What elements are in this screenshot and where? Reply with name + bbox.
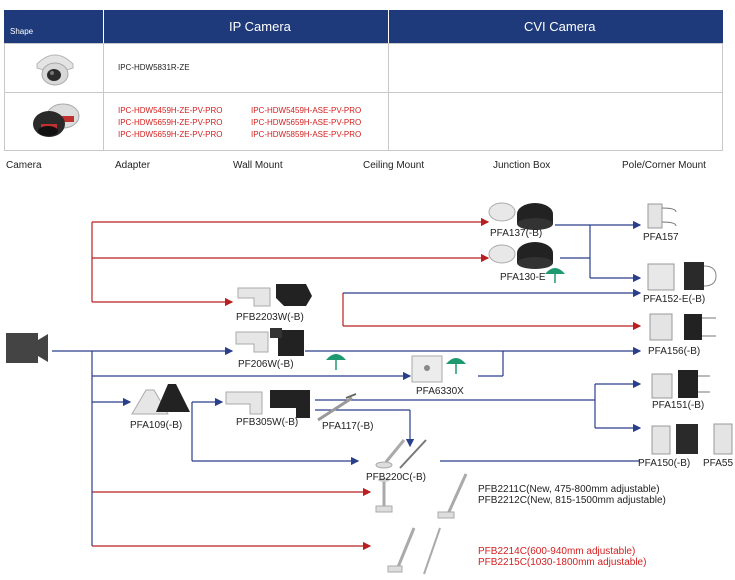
row1-model: IPC-HDW5831R-ZE — [118, 63, 190, 72]
row2-model: IPC-HDW5459H-ZE-PV-PRO — [118, 106, 223, 115]
ip-camera-header: IP Camera — [229, 19, 291, 34]
compatibility-table: Shape IP Camera CVI Camera IPC-HDW5831R-… — [4, 10, 723, 151]
pfb2214c-pfb2215c-products — [387, 527, 441, 575]
shape-header: Shape — [10, 27, 34, 36]
header-divider — [388, 10, 389, 43]
umbrella-icon — [446, 358, 466, 374]
pfb305w-product — [225, 390, 310, 418]
row2-model: IPC-HDW5659H-ZE-PV-PRO — [118, 118, 223, 127]
pfa130e-product — [488, 242, 553, 269]
label-pfb2212c: PFB2212C(New, 815-1500mm adjustable) — [478, 495, 666, 506]
row-divider — [5, 92, 722, 93]
column-pole-corner-mount: Pole/Corner Mount — [622, 160, 706, 171]
blue-connection-lines — [52, 220, 642, 546]
column-junction-box: Junction Box — [493, 160, 551, 171]
label-pfa130e: PFA130-E — [500, 272, 546, 283]
pfb220c-product — [375, 439, 427, 469]
umbrella-icon — [545, 268, 565, 283]
row2-model: IPC-HDW5659H-ASE-PV-PRO — [251, 118, 362, 127]
column-adapter: Adapter — [115, 160, 151, 171]
pfa156-product — [649, 313, 716, 341]
label-pfa157: PFA157 — [643, 232, 679, 243]
row2-model: IPC-HDW5859H-ASE-PV-PRO — [251, 130, 362, 139]
table-header: Shape IP Camera CVI Camera — [4, 10, 723, 43]
label-pfa150b: PFA55 — [703, 458, 734, 469]
label-pfb305w: PFB305W(-B) — [236, 417, 299, 428]
header-divider — [103, 10, 104, 43]
cvi-camera-header: CVI Camera — [524, 19, 596, 34]
label-pfb2211c: PFB2211C(New, 475-800mm adjustable) — [478, 484, 660, 495]
label-pfa156: PFA156(-B) — [648, 346, 701, 357]
pfb2211c-pfb2212c-products — [375, 473, 468, 519]
column-ceiling-mount: Ceiling Mount — [363, 160, 425, 171]
pfa151-product — [651, 370, 710, 399]
label-pfb2214c: PFB2214C(600-940mm adjustable) — [478, 546, 636, 557]
label-pfa137: PFA137(-B) — [490, 228, 543, 239]
row2-model: IPC-HDW5459H-ASE-PV-PRO — [251, 106, 362, 115]
pfb2203w-product — [237, 284, 312, 307]
label-pfa6330x: PFA6330X — [416, 386, 464, 397]
label-pfa150: PFA150(-B) — [638, 458, 691, 469]
umbrella-icon — [326, 354, 346, 370]
label-pfa152e: PFA152-E(-B) — [643, 294, 706, 305]
label-pfb2215c: PFB2215C(1030-1800mm adjustable) — [478, 557, 647, 568]
label-pfa109: PFA109(-B) — [130, 420, 183, 431]
label-pfb206w: PF206W(-B) — [238, 359, 294, 370]
column-divider — [103, 44, 104, 150]
pfa117-product — [317, 393, 357, 422]
pfa152e-product — [647, 262, 717, 291]
label-pfa117: PFA117(-B) — [322, 421, 374, 432]
pfa6330x-product — [411, 355, 443, 383]
column-divider — [388, 44, 389, 150]
pfa157-product — [647, 203, 677, 229]
dome-camera-pair-image — [33, 103, 80, 137]
dome-camera-white-image — [36, 54, 74, 86]
pfa137-product — [488, 202, 553, 230]
red-connection-lines — [91, 217, 642, 551]
camera-icon — [6, 333, 48, 363]
label-pfb220c: PFB220C(-B) — [366, 472, 427, 483]
pfa109-product — [131, 384, 190, 415]
pfa150-product — [651, 423, 733, 455]
column-camera: Camera — [6, 160, 42, 171]
label-pfa151: PFA151(-B) — [652, 400, 705, 411]
row2-model: IPC-HDW5659H-ZE-PV-PRO — [118, 130, 223, 139]
table-body: IPC-HDW5831R-ZE IPC-HDW5459H-ZE-PV-PRO I… — [4, 43, 723, 151]
column-wall-mount: Wall Mount — [233, 160, 283, 171]
pfb206w-product — [235, 328, 304, 356]
label-pfb2203w: PFB2203W(-B) — [236, 312, 304, 323]
